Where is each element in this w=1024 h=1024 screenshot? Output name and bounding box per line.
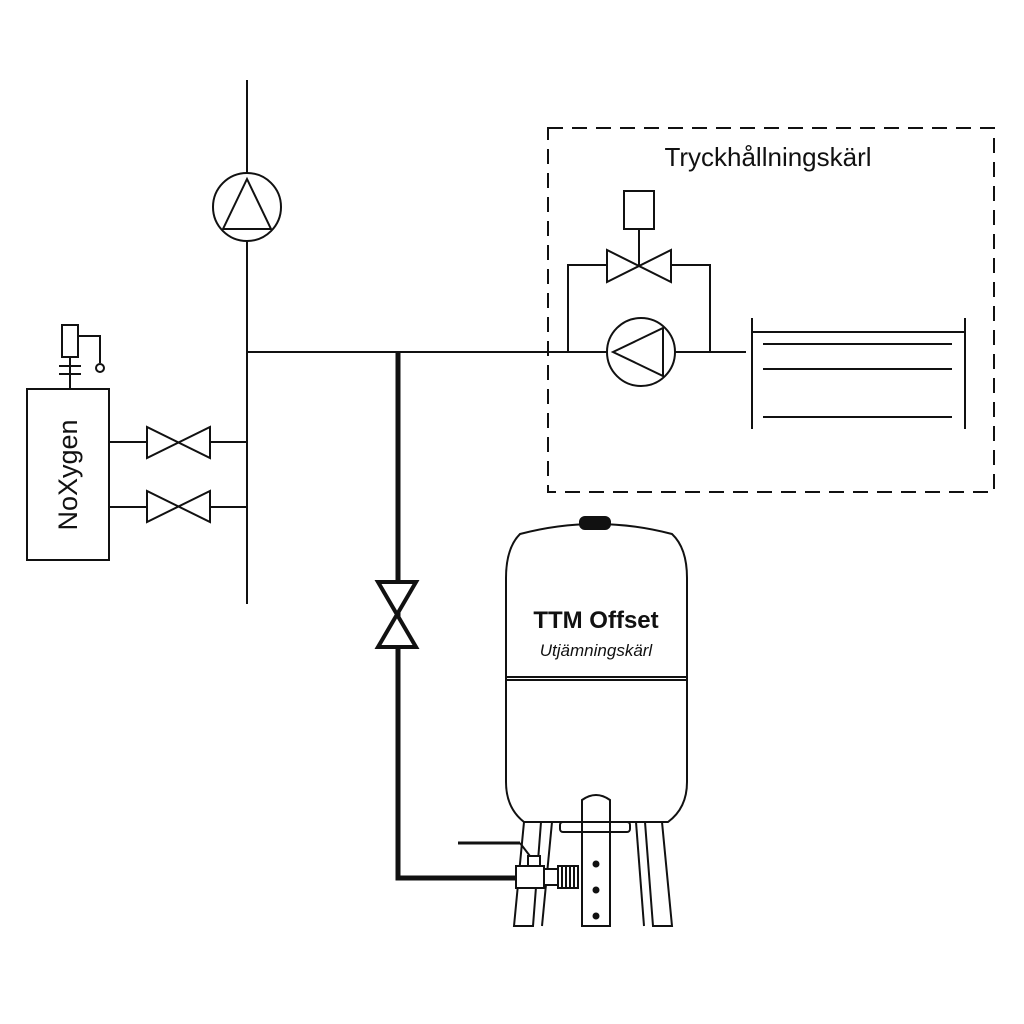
vessel-type-label: Utjämningskärl — [540, 641, 654, 660]
expansion-vessel — [505, 516, 688, 823]
reservoir-tank-icon — [751, 318, 966, 429]
vessel-shutoff-valve-icon — [374, 580, 420, 649]
noxygen-unit — [26, 388, 110, 561]
circulation-pump-icon — [212, 172, 282, 242]
pressure-unit-boundary — [547, 127, 995, 493]
ball-valve-icon — [458, 841, 579, 889]
motorized-valve-icon — [606, 190, 672, 284]
degasser-valve-upper-icon — [109, 425, 247, 460]
vessel-name-label: TTM Offset — [533, 607, 658, 634]
bypass-loop — [567, 264, 711, 352]
noxygen-label: NoXygen — [53, 419, 83, 530]
pressure-unit-label: Tryckhållningskärl — [664, 142, 871, 172]
noxygen-actuator-icon — [59, 324, 105, 389]
vessel-connection-pipe — [395, 352, 520, 881]
pressure-pump-icon — [606, 317, 676, 387]
degasser-valve-lower-icon — [109, 489, 247, 524]
